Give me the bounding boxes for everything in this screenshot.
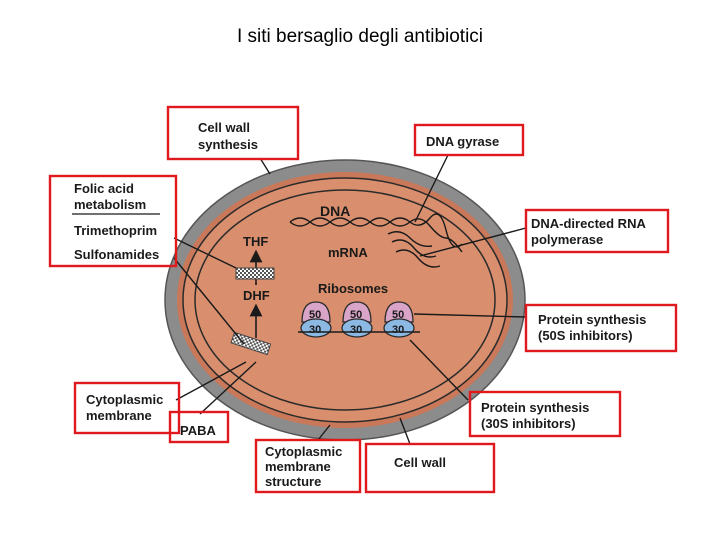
mrna-strands (387, 231, 441, 268)
svg-text:Cell wall: Cell wall (394, 455, 446, 470)
label-cytoplasmic-membrane: Cytoplasmic membrane (73, 381, 181, 435)
page-title: I siti bersaglio degli antibiotici (236, 26, 484, 47)
ribosome-50-label: 50 (350, 309, 362, 321)
svg-text:Cell wall: Cell wall (198, 120, 250, 135)
leader-lines (173, 154, 527, 445)
label-paba: PABA (168, 410, 230, 444)
trimethoprim-block-bar (235, 267, 275, 280)
ribosome-50-label: 50 (309, 309, 321, 321)
svg-text:membrane: membrane (86, 408, 152, 423)
svg-text:metabolism: metabolism (74, 197, 146, 212)
sulfonamides-label: Sulfonamides (74, 247, 159, 262)
thf-label: THF (243, 234, 268, 249)
label-cell-wall: Cell wall (364, 442, 496, 494)
ribosome-30-label: 30 (350, 324, 362, 336)
trimethoprim-label: Trimethoprim (74, 223, 157, 238)
svg-text:Protein synthesis: Protein synthesis (538, 312, 646, 327)
svg-text:synthesis: synthesis (198, 137, 258, 152)
ribosome-30-label: 30 (392, 324, 404, 336)
svg-text:membrane: membrane (265, 459, 331, 474)
svg-text:(30S inhibitors): (30S inhibitors) (481, 416, 576, 431)
label-protein-synthesis-50s: Protein synthesis (50S inhibitors) (524, 303, 678, 353)
ribosomes-label: Ribosomes (318, 281, 388, 296)
cytoplasm (182, 177, 508, 423)
label-membrane-structure: Cytoplasmic membrane structure (254, 438, 362, 494)
label-protein-synthesis-30s: Protein synthesis (30S inhibitors) (468, 390, 622, 438)
svg-text:Protein synthesis: Protein synthesis (481, 400, 589, 415)
svg-text:DNA gyrase: DNA gyrase (426, 134, 499, 149)
ribosome-50-label: 50 (392, 309, 404, 321)
dna-strand (289, 213, 463, 253)
svg-text:DNA-directed RNA: DNA-directed RNA (531, 216, 646, 231)
label-folic-acid-metabolism: Folic acid metabolism Trimethoprim Sulfo… (48, 174, 178, 268)
label-cell-wall-synthesis: Cell wall synthesis (166, 105, 300, 161)
sulfonamides-block-bar (230, 331, 272, 356)
svg-text:PABA: PABA (180, 423, 216, 438)
svg-text:Cytoplasmic: Cytoplasmic (265, 444, 342, 459)
svg-text:Cytoplasmic: Cytoplasmic (86, 392, 163, 407)
svg-text:polymerase: polymerase (531, 232, 603, 247)
svg-text:(50S inhibitors): (50S inhibitors) (538, 328, 633, 343)
dna-label: DNA (320, 203, 350, 219)
ribosome-30-label: 30 (309, 324, 321, 336)
svg-text:structure: structure (265, 474, 321, 489)
dhf-label: DHF (243, 288, 270, 303)
mrna-label: mRNA (328, 245, 368, 260)
label-rna-polymerase: DNA-directed RNA polymerase (524, 208, 670, 254)
inner-membrane-line (194, 189, 496, 411)
svg-text:Folic acid: Folic acid (74, 181, 134, 196)
label-dna-gyrase: DNA gyrase (413, 123, 525, 157)
